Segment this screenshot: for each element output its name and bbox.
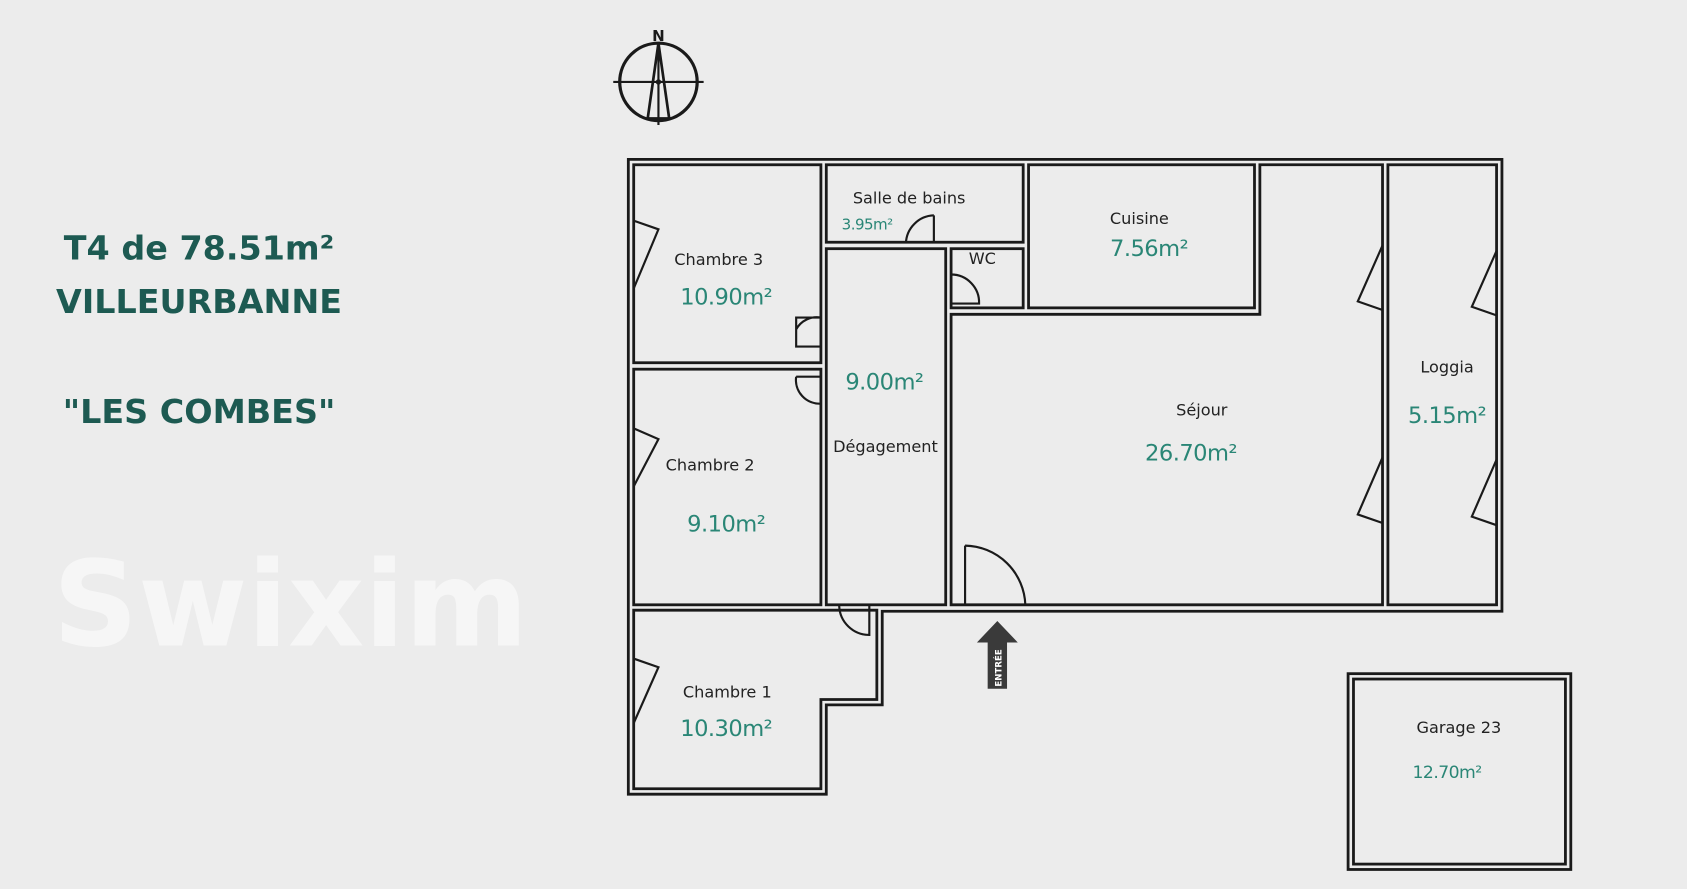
title-type-area: T4 de 78.51m² — [64, 228, 334, 267]
area-salle-de-bains: 3.95m² — [842, 215, 893, 233]
title-city: VILLEURBANNE — [56, 282, 342, 321]
room-chambre-1 — [632, 608, 879, 791]
label-sejour: Séjour — [1176, 400, 1228, 419]
room-cuisine — [1027, 163, 1256, 310]
label-chambre-2: Chambre 2 — [666, 455, 755, 474]
area-sejour: 26.70m² — [1145, 441, 1237, 467]
room-chambre-3 — [632, 163, 823, 365]
area-cuisine: 7.56m² — [1110, 236, 1188, 262]
label-wc: WC — [969, 249, 996, 268]
title-residence: "LES COMBES" — [63, 392, 336, 431]
room-chambre-2 — [632, 367, 823, 607]
area-chambre-1: 10.30m² — [680, 716, 772, 742]
room-wc — [949, 247, 1025, 310]
compass-icon: N — [613, 27, 704, 125]
label-degagement: Dégagement — [833, 437, 938, 456]
area-garage: 12.70m² — [1413, 763, 1482, 783]
room-garage — [1352, 677, 1567, 866]
room-loggia — [1386, 163, 1498, 607]
area-loggia: 5.15m² — [1408, 403, 1486, 429]
area-chambre-3: 10.90m² — [680, 285, 772, 311]
doors — [632, 214, 1498, 724]
room-salle-de-bains — [824, 163, 1025, 244]
label-loggia: Loggia — [1420, 357, 1473, 376]
entrance-label: ENTRÉE — [993, 649, 1005, 686]
room-garage-outer — [1346, 672, 1573, 871]
watermark-logo: Swixim — [53, 536, 528, 674]
label-chambre-3: Chambre 3 — [674, 250, 763, 269]
label-garage: Garage 23 — [1417, 718, 1502, 737]
label-salle-de-bains: Salle de bains — [853, 189, 966, 208]
room-degagement — [824, 247, 948, 607]
room-sejour — [949, 163, 1384, 607]
label-cuisine: Cuisine — [1110, 209, 1169, 228]
area-degagement: 9.00m² — [845, 370, 923, 396]
compass-north-label: N — [652, 27, 665, 45]
entrance-arrow-icon: ENTRÉE — [976, 620, 1018, 689]
label-chambre-1: Chambre 1 — [683, 682, 772, 701]
area-chambre-2: 9.10m² — [687, 512, 765, 538]
outer-wall — [626, 157, 1504, 796]
